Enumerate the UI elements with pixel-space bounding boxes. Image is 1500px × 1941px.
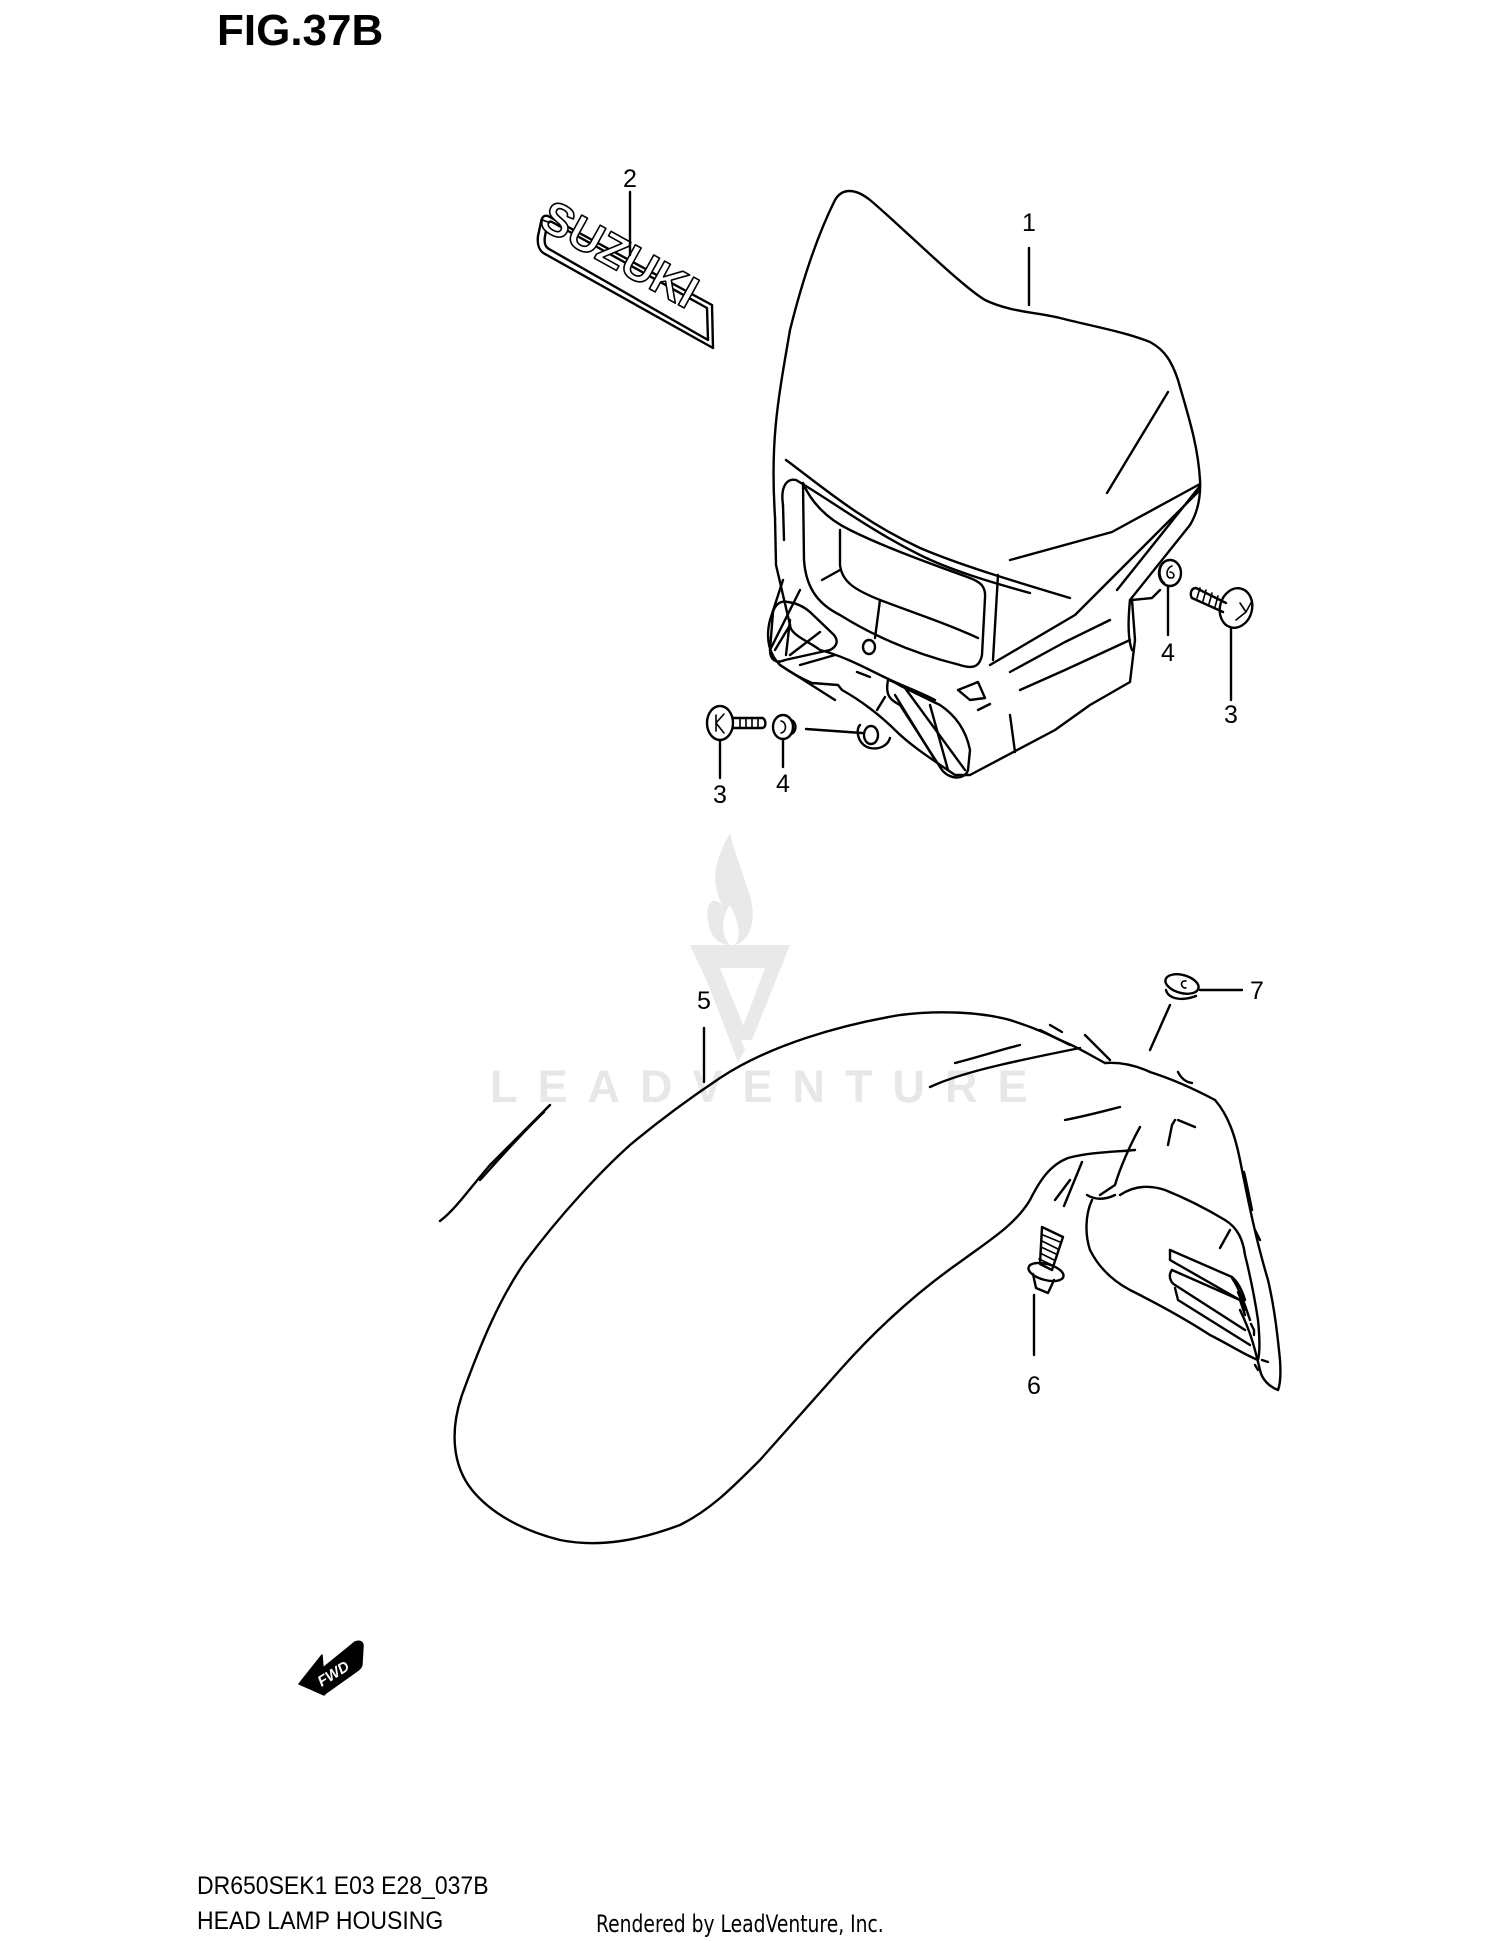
- callout-3-right[interactable]: 3: [1224, 701, 1238, 729]
- suzuki-emblem[interactable]: SUZUKI: [531, 189, 715, 350]
- front-fender[interactable]: [438, 1011, 1282, 1545]
- callout-3-left[interactable]: 3: [713, 781, 727, 809]
- cushion-right[interactable]: [1157, 558, 1183, 588]
- callout-7[interactable]: 7: [1250, 977, 1264, 1005]
- callout-4-left[interactable]: 4: [776, 770, 790, 798]
- callout-4-right[interactable]: 4: [1161, 639, 1175, 667]
- callout-6[interactable]: 6: [1027, 1372, 1041, 1400]
- cushion-left[interactable]: [771, 713, 797, 741]
- leader-line-7-to-fender: [1148, 1003, 1172, 1052]
- bolt-left[interactable]: [705, 704, 767, 742]
- callout-5[interactable]: 5: [697, 987, 711, 1015]
- model-code: DR650SEK1 E03 E28_037B: [197, 1872, 489, 1900]
- leader-line-4-left-to-housing: [804, 727, 864, 735]
- leader-line-6-to-fender: [1062, 1160, 1084, 1208]
- bolt-right[interactable]: [1189, 585, 1257, 632]
- section-title: HEAD LAMP HOUSING: [197, 1907, 444, 1935]
- bolt-fender[interactable]: [1027, 1225, 1066, 1295]
- head-lamp-housing[interactable]: [766, 189, 1202, 779]
- figure-title: FIG.37B: [217, 6, 384, 55]
- fwd-arrow-icon: FWD: [298, 1640, 364, 1696]
- callout-1[interactable]: 1: [1022, 209, 1036, 237]
- cushion-fender[interactable]: [1163, 971, 1201, 1001]
- callout-2[interactable]: 2: [623, 165, 637, 193]
- render-credit: Rendered by LeadVenture, Inc.: [596, 1910, 884, 1938]
- watermark-logo-icon: [690, 833, 790, 1062]
- watermark-text: LEADVENTURE: [490, 1061, 1048, 1112]
